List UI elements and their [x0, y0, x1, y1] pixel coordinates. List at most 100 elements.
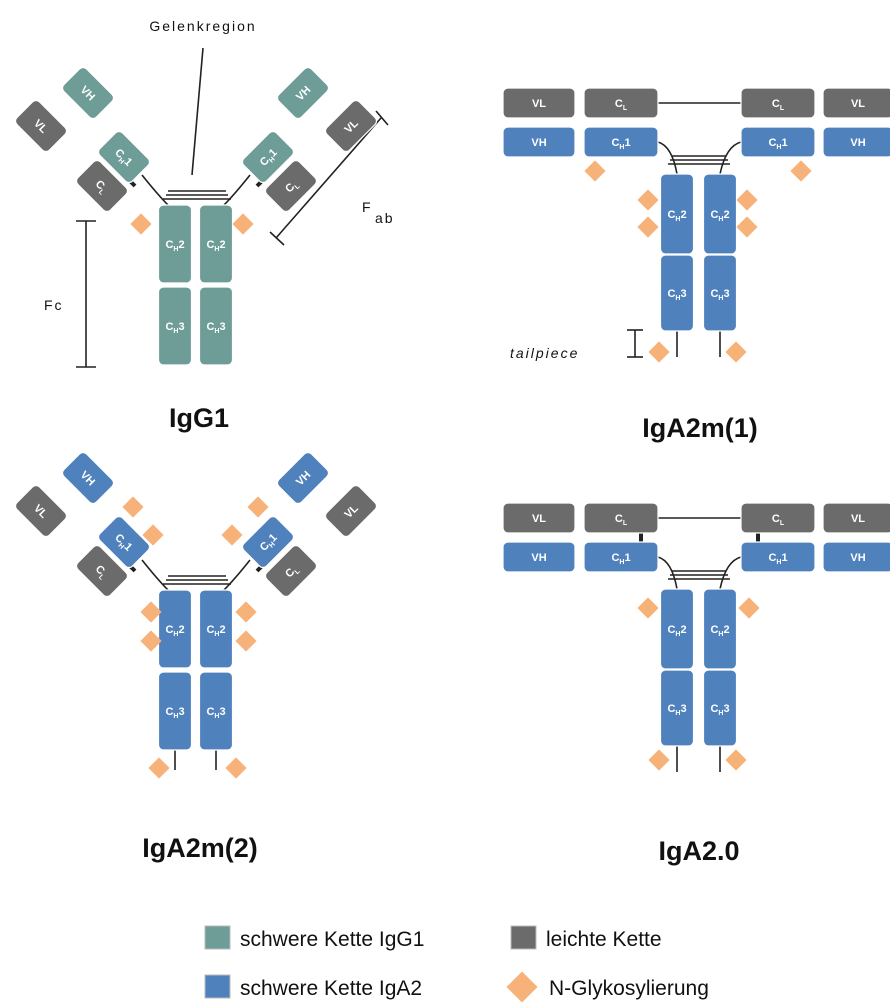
- igg1-ch2-left-label: CH2: [165, 239, 184, 253]
- iga2m1-glyco-3: [637, 216, 659, 238]
- legend-label-heavy-igg1: schwere Kette IgG1: [240, 928, 424, 951]
- igg1-cl-left-box: [75, 159, 129, 213]
- igg1-cl-right-box: [264, 159, 318, 213]
- iga2m2-ch2-left: CH2: [157, 589, 193, 669]
- iga2m1-glyco-5: [736, 216, 758, 238]
- title-iga2m1: IgA2m(1): [642, 413, 758, 443]
- legend: schwere Kette IgG1 leichte Kette schwere…: [204, 925, 709, 1003]
- glycosylation-sites: [122, 160, 812, 779]
- iga2m1-hinge-curve-right: [719, 141, 742, 175]
- iga2m2-vl-left: VL: [14, 484, 68, 538]
- iga20-cl-left-box: [583, 502, 659, 534]
- iga20-ch1-left: CH1: [583, 541, 659, 573]
- iga2m1-ch1-right-box: [740, 126, 816, 158]
- tailpiece-label: tailpiece: [510, 345, 579, 361]
- iga2m1-cl-right-label: CL: [772, 98, 785, 112]
- igg1-ch2-left-box: [157, 204, 193, 284]
- fab-bracket-tick-top: [375, 110, 389, 126]
- iga20-ch2-left-box: [659, 588, 695, 670]
- iga2m2-glyco-7: [235, 630, 257, 652]
- legend-label-heavy-iga2: schwere Kette IgA2: [240, 977, 422, 1000]
- iga2m2-ch1-left-box: [97, 515, 151, 569]
- iga2m2-vh-left: VH: [61, 451, 115, 505]
- iga2m1-ch1-left-label: CH1: [611, 137, 630, 151]
- iga2m2-glyco-5: [140, 630, 162, 652]
- iga20-vh-left-box: [502, 541, 576, 573]
- iga20-glyco-1: [738, 597, 760, 619]
- fab-label: F: [362, 199, 373, 215]
- iga2m1-ch2-right-label: CH2: [710, 209, 729, 223]
- iga2m1-vl-right-label: VL: [851, 98, 865, 110]
- title-iga20: IgA2.0: [658, 836, 739, 866]
- iga20-ch2-left-label: CH2: [667, 624, 686, 638]
- iga2m1-vl-right-box: [822, 87, 890, 119]
- iga20-vh-right-box: [822, 541, 890, 573]
- iga20-glyco-2: [648, 749, 670, 771]
- iga2m1-vl-left-label: VL: [532, 98, 546, 110]
- iga20-vl-right: VL: [822, 502, 890, 534]
- iga20-cl-right: CL: [740, 502, 816, 534]
- annotations: Gelenkregion F ab Fc tailpiece: [44, 18, 579, 361]
- iga2m1-glyco-6: [648, 341, 670, 363]
- iga2m2-ch3-right-label: CH3: [206, 706, 225, 720]
- iga2m1-cl-right: CL: [740, 87, 816, 119]
- igg1-ch3-right: CH3: [198, 286, 234, 366]
- panel-titles: IgG1 IgA2m(1) IgA2m(2) IgA2.0: [142, 403, 758, 866]
- iga20-vh-right: VH: [822, 541, 890, 573]
- igg1-vl-right: VL: [324, 99, 378, 153]
- igg1-vl-right-box: [324, 99, 378, 153]
- legend-label-light: leichte Kette: [546, 928, 662, 951]
- iga2m2-ch1-right: CH1: [241, 515, 295, 569]
- iga20-cl-right-label: CL: [772, 513, 785, 527]
- iga2m2-ch2-left-box: [157, 589, 193, 669]
- iga2m2-vh-right: VH: [276, 451, 330, 505]
- hinge-pointer-line: [191, 47, 204, 176]
- iga2m1-cl-right-box: [740, 87, 816, 119]
- iga20-glyco-3: [725, 749, 747, 771]
- igg1-ch1-left: CH1: [97, 130, 151, 184]
- fab-bracket-tick-bottom: [269, 231, 285, 246]
- iga2m1-vh-right-label: VH: [850, 137, 865, 149]
- hinge-label: Gelenkregion: [149, 18, 256, 34]
- iga2m1-ch1-left-box: [583, 126, 659, 158]
- igg1-ch1-right-box: [241, 130, 295, 184]
- igg1-glyco-0: [130, 213, 152, 235]
- iga2m2-ch3-left: CH3: [157, 671, 193, 751]
- igg1-ch2-right: CH2: [198, 204, 234, 284]
- title-igg1: IgG1: [169, 403, 229, 433]
- legend-label-glyco: N-Glykosylierung: [549, 977, 709, 1000]
- iga20-ch3-left-label: CH3: [667, 703, 686, 717]
- iga2m2-cl-right: CL: [264, 544, 318, 598]
- iga2m2-vl-right-box: [324, 484, 378, 538]
- iga2m1-vh-left-label: VH: [531, 137, 546, 149]
- iga2m2-glyco-8: [148, 757, 170, 779]
- fab-bracket-line: [275, 117, 382, 239]
- iga20-ch3-left-box: [659, 669, 695, 747]
- iga2m1-ch3-left-label: CH3: [667, 288, 686, 302]
- iga2m1-vh-right-box: [822, 126, 890, 158]
- iga2m1-ch2-right: CH2: [702, 173, 738, 255]
- iga2m1-cl-left: CL: [583, 87, 659, 119]
- iga2m1-glyco-0: [584, 160, 606, 182]
- iga2m2-cl-right-box: [264, 544, 318, 598]
- igg1-vh-left: VH: [61, 66, 115, 120]
- iga2m1-ch3-left-box: [659, 254, 695, 332]
- fab-label-sub: ab: [375, 210, 395, 226]
- iga2m1-ch2-left: CH2: [659, 173, 695, 255]
- title-iga2m2: IgA2m(2): [142, 833, 258, 863]
- iga20-vl-left-box: [502, 502, 576, 534]
- iga20-ch3-right-label: CH3: [710, 703, 729, 717]
- igg1-vh-right-box: [276, 66, 330, 120]
- iga20-ch3-right-box: [702, 669, 738, 747]
- iga2m1-ch3-left: CH3: [659, 254, 695, 332]
- iga20-cl-right-box: [740, 502, 816, 534]
- iga20-vh-left-label: VH: [531, 552, 546, 564]
- igg1-ch3-right-box: [198, 286, 234, 366]
- iga2m2-ch3-right: CH3: [198, 671, 234, 751]
- iga20-ch3-left: CH3: [659, 669, 695, 747]
- legend-swatch-heavy-igg1: [204, 925, 231, 950]
- igg1-cl-left: CL: [75, 159, 129, 213]
- iga2m2-ch3-right-box: [198, 671, 234, 751]
- iga2m2-ch3-left-label: CH3: [165, 706, 184, 720]
